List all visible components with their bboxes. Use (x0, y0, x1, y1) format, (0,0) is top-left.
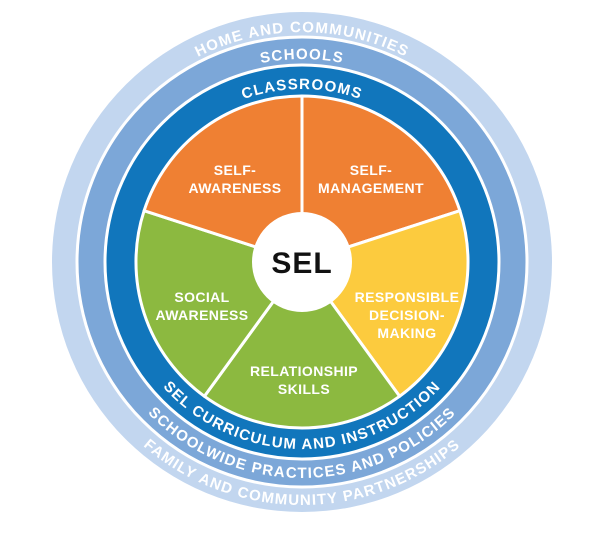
label-schools: SCHOOLS (259, 46, 346, 67)
label-responsible-decision-making-line3: MAKING (377, 325, 436, 341)
label-responsible-decision-making-line1: RESPONSIBLE (355, 289, 460, 305)
label-social-awareness-line1: SOCIAL (174, 289, 229, 305)
label-self-awareness-line2: AWARENESS (188, 180, 281, 196)
label-self-awareness-line1: SELF- (214, 162, 256, 178)
label-self-management-line1: SELF- (350, 162, 392, 178)
label-relationship-skills-line2: SKILLS (278, 381, 330, 397)
label-social-awareness-line2: AWARENESS (155, 307, 248, 323)
wedge-relationship-skills (202, 260, 402, 430)
label-responsible-decision-making-line2: DECISION- (369, 307, 445, 323)
center-sel-label: SEL (271, 247, 332, 280)
wedge-self-awareness (142, 94, 304, 264)
center-circle (252, 212, 352, 312)
label-relationship-skills-line1: RELATIONSHIP (250, 363, 358, 379)
wedge-self-management (300, 94, 462, 264)
label-self-management-line2: MANAGEMENT (318, 180, 424, 196)
